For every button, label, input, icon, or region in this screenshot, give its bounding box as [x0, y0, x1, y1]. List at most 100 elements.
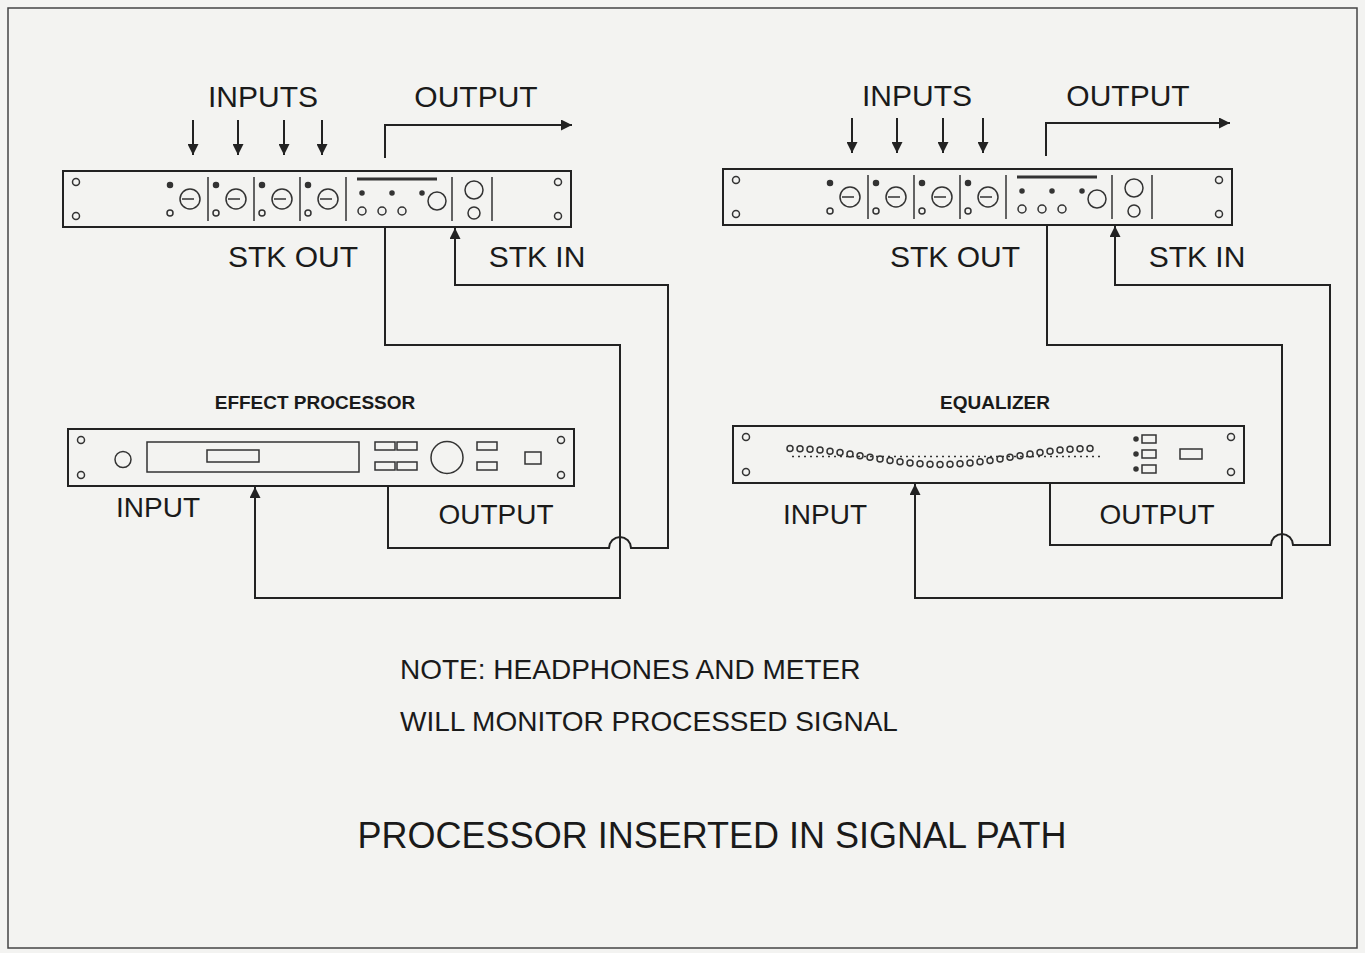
rack-screw-hole: [1216, 177, 1223, 184]
device-label: OUTPUT: [438, 501, 553, 529]
device-label: STK OUT: [890, 242, 1020, 272]
channel-jack: [305, 210, 311, 216]
led: [360, 191, 364, 195]
channel-jack: [965, 208, 971, 214]
rack-screw-hole: [78, 472, 85, 479]
channel-led: [920, 181, 925, 186]
panel-divider: [867, 175, 869, 219]
effect-processor-unit: EFFECT PROCESSORINPUTOUTPUT: [67, 428, 575, 487]
rack-screw-hole: [555, 213, 562, 220]
device-label: EQUALIZER: [940, 393, 1050, 412]
led: [1050, 189, 1054, 193]
button: [1142, 435, 1156, 443]
channel-knob: [272, 189, 292, 209]
eq-slider-knob: [977, 459, 983, 465]
channel-jack: [919, 208, 925, 214]
button: [477, 462, 497, 470]
led: [1134, 467, 1138, 471]
channel-knob: [932, 187, 952, 207]
display-readout: [207, 450, 259, 462]
knob-pointer: [980, 196, 992, 198]
eq-center-line: [792, 456, 1102, 458]
eq-slider-knob: [797, 446, 803, 452]
device-label: INPUT: [116, 494, 200, 522]
eq-slider-knob: [827, 448, 833, 454]
eq-slider-knob: [957, 461, 963, 467]
knob-pointer: [842, 196, 854, 198]
channel-knob: [840, 187, 860, 207]
rack-screw-hole: [558, 437, 565, 444]
panel-divider: [1151, 175, 1153, 219]
panel-divider: [959, 175, 961, 219]
eq-slider-knob: [1057, 447, 1063, 453]
device-label: OUTPUT: [1066, 81, 1189, 111]
eq-slider-knob: [917, 461, 923, 467]
knob-pointer: [182, 198, 194, 200]
patch-cable: [915, 226, 1282, 598]
eq-slider-knob: [817, 447, 823, 453]
input-arrow: [942, 118, 944, 153]
channel-knob: [318, 189, 338, 209]
knob-pointer: [934, 196, 946, 198]
meter-strip: [357, 178, 437, 181]
rack-screw-hole: [558, 472, 565, 479]
rack-screw-hole: [1228, 469, 1235, 476]
input-arrow: [283, 120, 285, 155]
button: [477, 442, 497, 450]
input-knob: [115, 452, 131, 468]
rack-screw-hole: [78, 437, 85, 444]
eq-slider-knob: [837, 450, 843, 456]
device-label: STK OUT: [228, 242, 358, 272]
frame: [8, 8, 1357, 948]
channel-knob: [978, 187, 998, 207]
knob-pointer: [320, 198, 332, 200]
rack-screw-hole: [733, 177, 740, 184]
button: [1142, 465, 1156, 473]
led: [420, 191, 424, 195]
device-label: OUTPUT: [1099, 501, 1214, 529]
button: [375, 442, 395, 450]
rack-screw-hole: [743, 469, 750, 476]
meter-strip: [1017, 176, 1097, 179]
panel-divider: [451, 177, 453, 221]
rack-screw-hole: [73, 179, 80, 186]
input-arrow: [982, 118, 984, 153]
channel-jack: [259, 210, 265, 216]
input-arrow: [851, 118, 853, 153]
eq-slider-knob: [1067, 446, 1073, 452]
power-switch: [1180, 449, 1202, 459]
rack-screw-hole: [743, 434, 750, 441]
button: [397, 462, 417, 470]
switch: [378, 207, 386, 215]
level-knob: [1088, 190, 1106, 208]
eq-slider-knob: [927, 461, 933, 467]
panel-divider: [491, 177, 493, 221]
channel-jack: [213, 210, 219, 216]
eq-slider-knob: [1007, 454, 1013, 460]
device-label: OUTPUT: [414, 82, 537, 112]
button: [397, 442, 417, 450]
knob-pointer: [274, 198, 286, 200]
led: [1134, 437, 1138, 441]
device-label: INPUTS: [208, 82, 318, 112]
switch: [1018, 205, 1026, 213]
eq-slider-knob: [807, 446, 813, 452]
channel-led: [306, 183, 311, 188]
eq-slider-knob: [857, 453, 863, 459]
patch-cable: [1050, 226, 1330, 545]
headphone-knob: [465, 181, 483, 199]
rack-screw-hole: [733, 211, 740, 218]
patch-cable: [388, 228, 668, 548]
patch-cable: [255, 228, 620, 598]
eq-slider-knob: [887, 458, 893, 464]
channel-jack: [873, 208, 879, 214]
led: [1020, 189, 1024, 193]
panel-divider: [913, 175, 915, 219]
rack-screw-hole: [73, 213, 80, 220]
channel-led: [828, 181, 833, 186]
signal-arrows: [193, 118, 1230, 158]
channel-knob: [180, 189, 200, 209]
